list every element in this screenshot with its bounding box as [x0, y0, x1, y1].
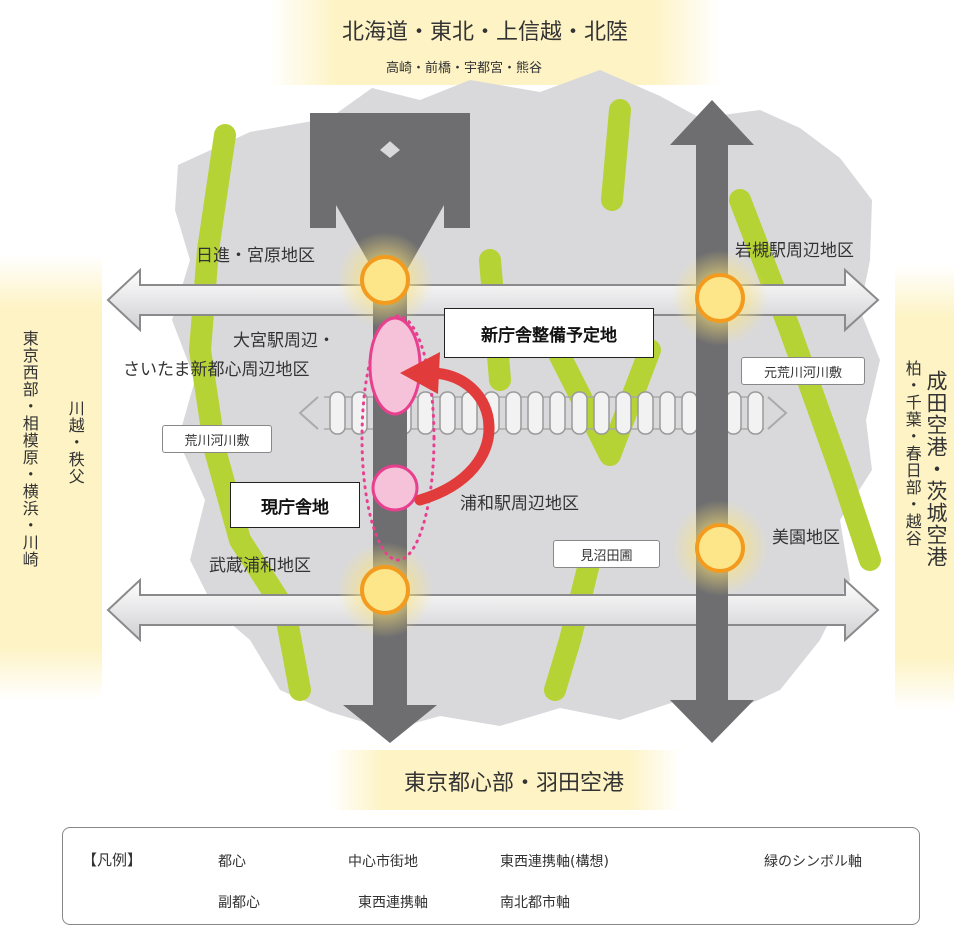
west-band	[0, 255, 102, 700]
east-direction-outer: 成田空港・茨城空港	[924, 370, 949, 568]
legend-toshin-label: 都心	[218, 854, 246, 870]
legend-ew-axis-label: 東西連携軸	[358, 895, 428, 911]
ew-axis-south	[106, 577, 880, 643]
fukutoshin-musashi-urawa	[360, 565, 410, 615]
legend-cbd-label: 中心市街地	[348, 854, 418, 870]
district-iwatsuki: 岩槻駅周辺地区	[735, 241, 854, 261]
district-musashi-urawa: 武蔵浦和地区	[209, 556, 311, 576]
district-urawa: 浦和駅周辺地区	[460, 494, 579, 514]
toshin-urawa	[371, 464, 419, 512]
area-moto-arakawa: 元荒川河川敷	[741, 357, 865, 385]
legend-fukutoshin-label: 副都心	[218, 895, 260, 911]
district-omiya-line2: さいたま新都心周辺地区	[123, 360, 310, 380]
district-nisshin: 日進・宮原地区	[196, 246, 315, 266]
area-minuma: 見沼田圃	[553, 540, 660, 568]
east-direction-inner: 柏・千葉・春日部・越谷	[902, 360, 922, 547]
legend-title: 【凡例】	[82, 851, 143, 869]
relocation-arrowhead	[400, 352, 440, 394]
south-direction-label: 東京都心部・羽田空港	[404, 771, 625, 796]
fukutoshin-misono	[695, 523, 745, 573]
relocation-arrow	[414, 367, 495, 506]
cbd-outline	[360, 314, 436, 562]
area-arakawa: 荒川河川敷	[162, 425, 272, 453]
green-axis-v	[541, 329, 661, 466]
south-band	[330, 750, 680, 810]
fukutoshin-nisshin	[360, 255, 410, 305]
current-office-site-callout: 現庁舎地	[230, 482, 360, 528]
ns-axis-west	[310, 113, 470, 743]
green-axis-east-top	[601, 99, 631, 211]
green-axis-east-mid	[729, 189, 881, 571]
toshin-omiya	[368, 316, 422, 416]
legend-green-label: 緑のシンボル軸	[764, 854, 862, 870]
new-office-site-callout: 新庁舎整備予定地	[444, 308, 654, 358]
ns-axis-east	[670, 100, 754, 743]
north-band	[270, 0, 720, 85]
district-misono: 美園地区	[772, 528, 840, 548]
district-omiya-line1: 大宮駅周辺・	[233, 331, 335, 351]
north-direction-label: 北海道・東北・上信越・北陸	[342, 20, 629, 45]
west-direction-inner: 川越・秩父	[65, 400, 85, 485]
legend-box	[62, 827, 920, 925]
fukutoshin-iwatsuki	[695, 273, 745, 323]
north-direction-sublabel: 高崎・前橋・宇都宮・熊谷	[386, 61, 543, 76]
east-band	[895, 265, 954, 710]
fukutoshin-markers	[337, 232, 768, 638]
green-axis-south	[544, 549, 601, 701]
legend-ns-axis-label: 南北都市軸	[500, 895, 570, 911]
legend-ew-plan-label: 東西連携軸(構想)	[500, 854, 609, 870]
west-direction-outer: 東京西部・相模原・横浜・川崎	[19, 330, 39, 568]
